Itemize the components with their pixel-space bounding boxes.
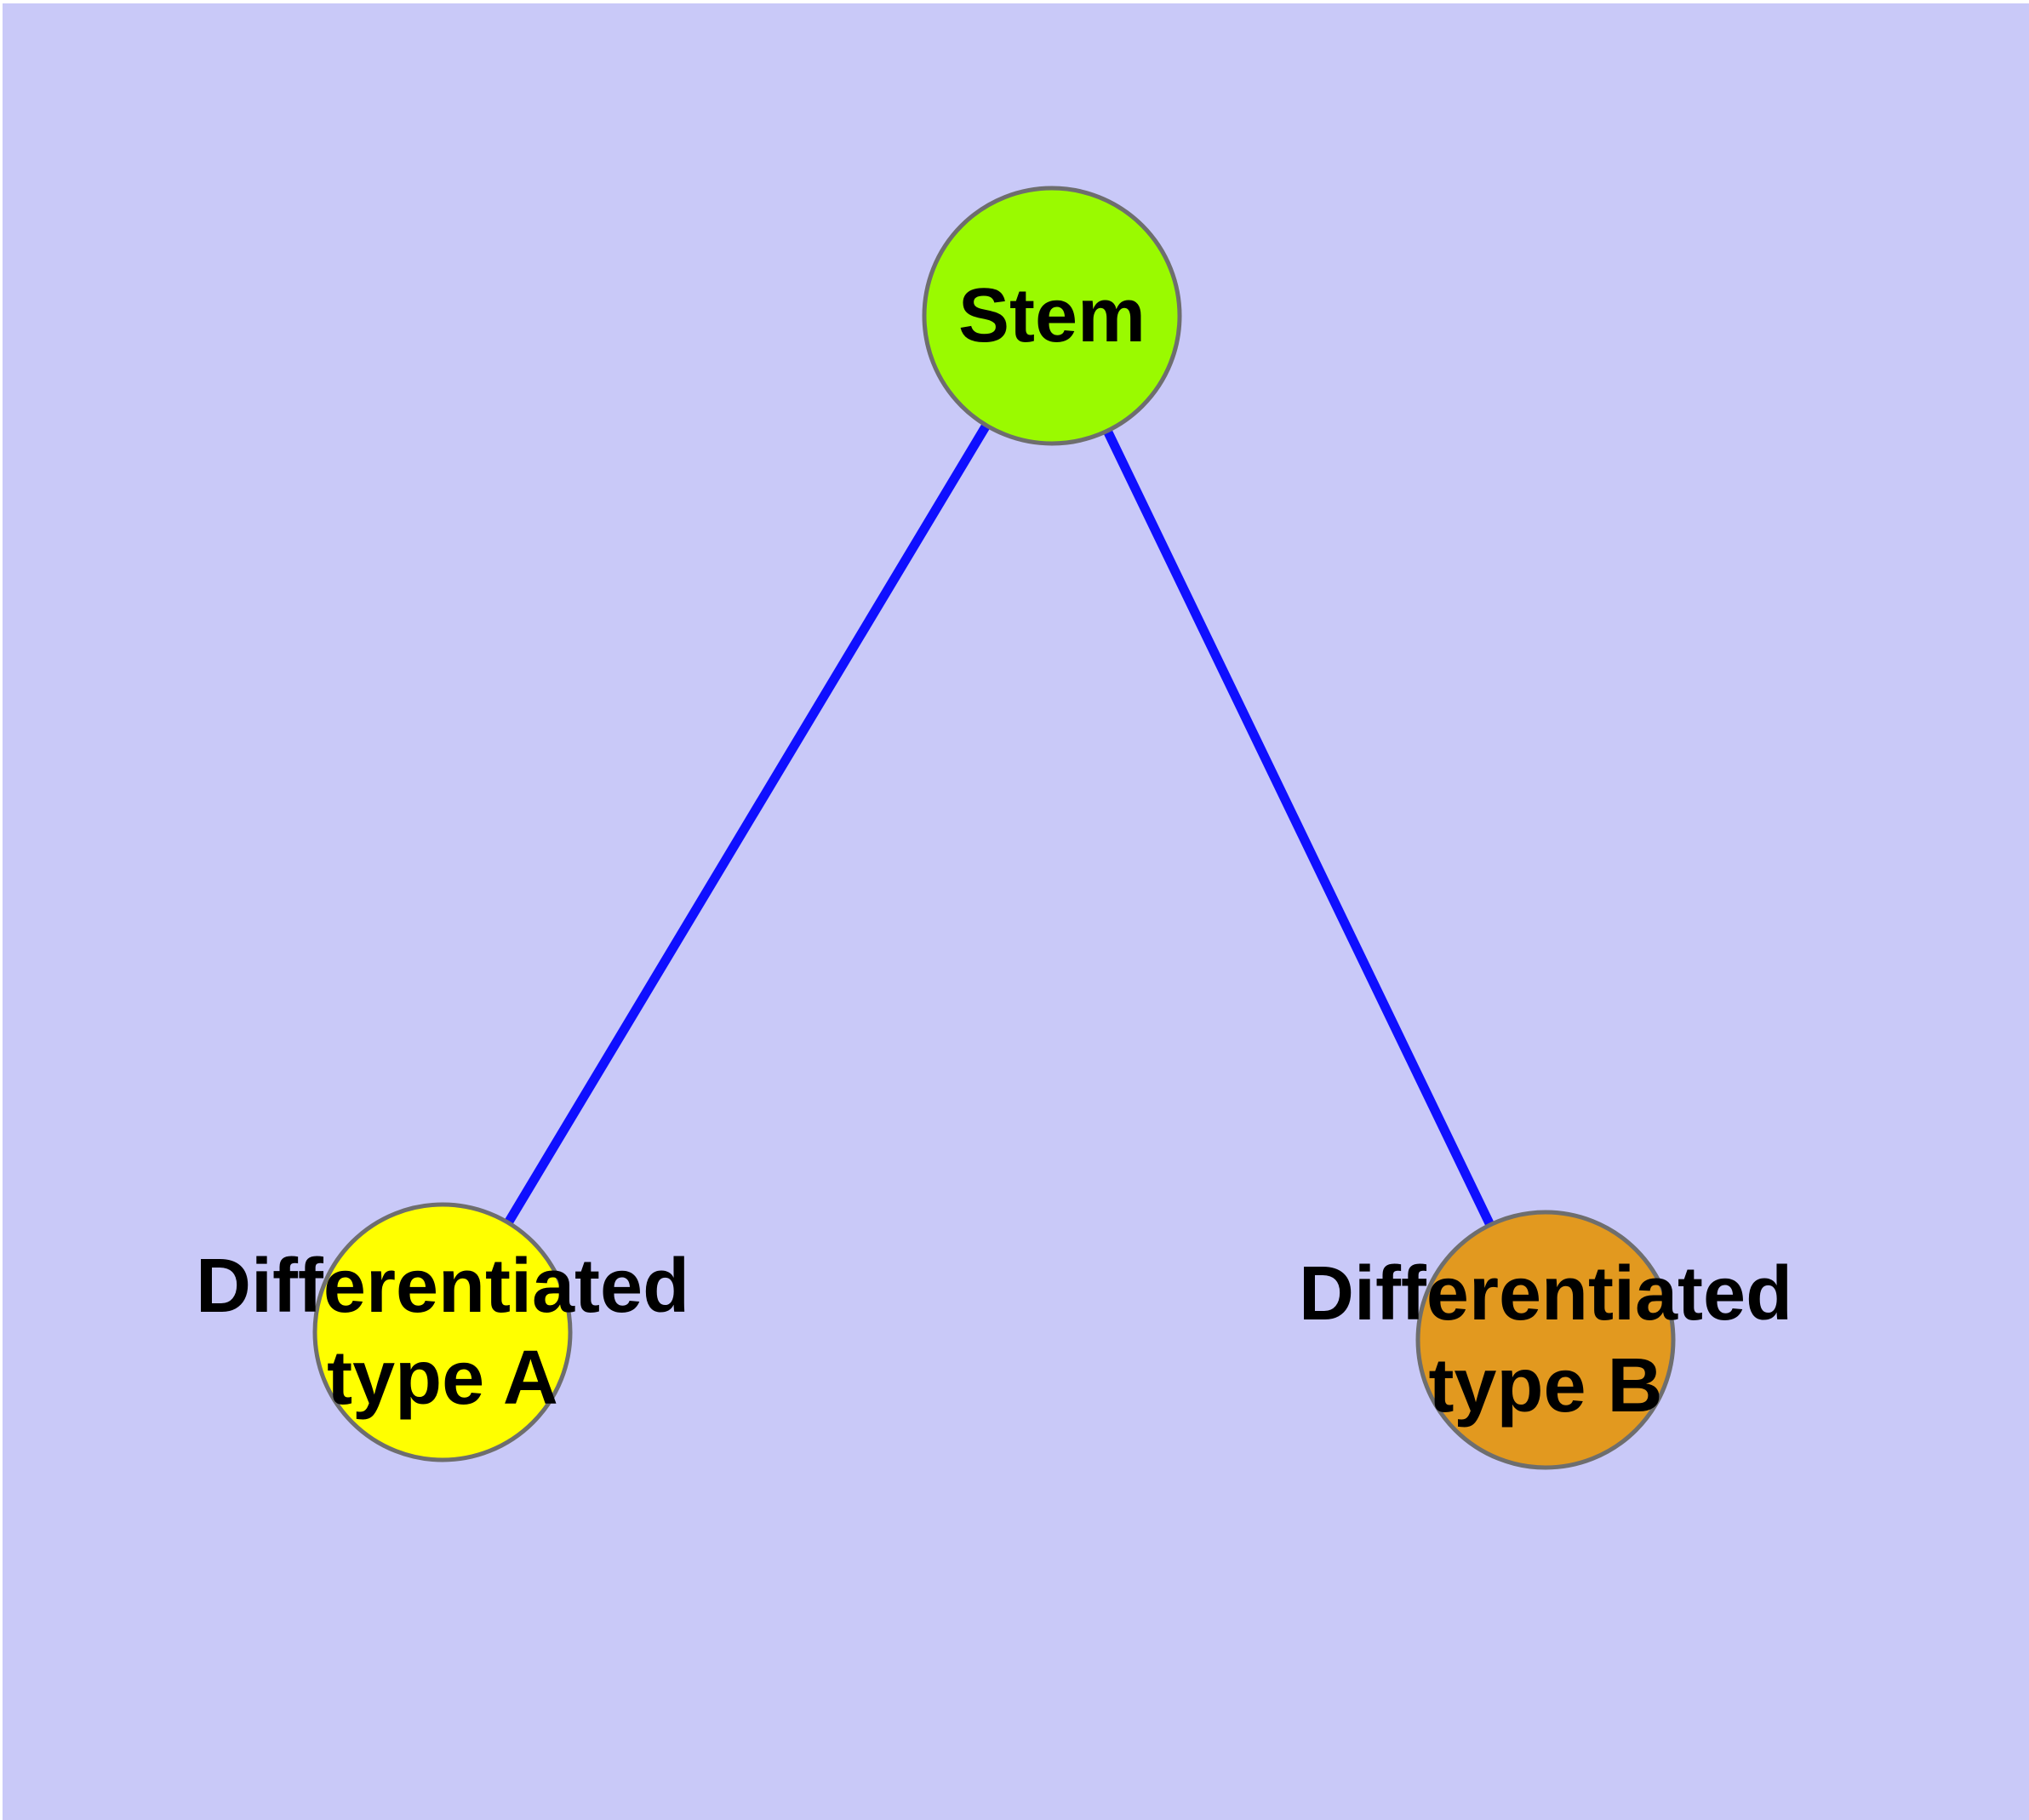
edge-stem-to-differentiated-type-b (1048, 313, 1550, 1342)
node-circle-differentiated-type-a (312, 1202, 573, 1462)
node-circle-stem (922, 186, 1182, 446)
node-layer (312, 186, 1676, 1470)
edge-layer (438, 313, 1550, 1342)
edge-stem-to-differentiated-type-a (438, 313, 1056, 1335)
node-circle-differentiated-type-b (1415, 1210, 1676, 1470)
